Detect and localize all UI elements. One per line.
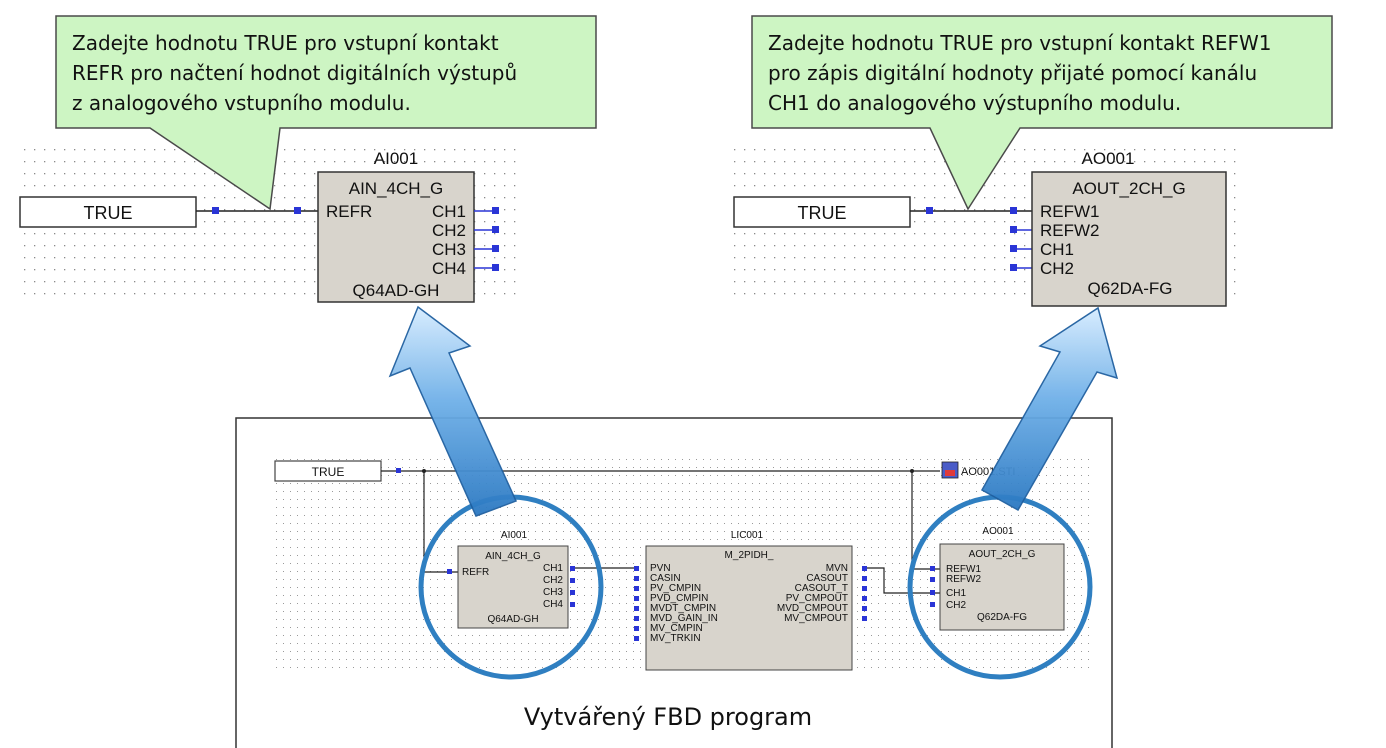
pid-input-label: CASIN (650, 573, 681, 584)
output-pin-label: CH1 (432, 202, 466, 221)
pid-output-label: CASOUT_T (795, 583, 848, 594)
pid-input-label: MV_CMPIN (650, 623, 703, 634)
ai-module-name: Q64AD-GH (487, 614, 538, 625)
true-constant-box[interactable] (19, 196, 197, 228)
true-constant-label: TRUE (84, 203, 133, 223)
pid-input-label: MV_TRKIN (650, 633, 701, 644)
callout-line: REFR pro načtení hodnot digitálních výst… (72, 61, 517, 85)
function-block[interactable] (1031, 171, 1227, 307)
pid-input-label: PV_CMPIN (650, 583, 701, 594)
callout-line: pro zápis digitální hodnoty přijaté pomo… (768, 61, 1257, 85)
ao-block-type: AOUT_2CH_G (969, 549, 1036, 560)
pin (294, 207, 301, 214)
output-pins (474, 210, 494, 269)
ao-block[interactable] (939, 543, 1065, 631)
pid-block-type: M_2PIDH_ (725, 550, 774, 561)
pin (212, 207, 219, 214)
pid-instance-name: LIC001 (731, 530, 764, 541)
callout-right: Zadejte hodnotu TRUE pro vstupní kontakt… (751, 15, 1333, 211)
function-block[interactable] (317, 171, 475, 303)
ao-instance-name: AO001 (982, 526, 1014, 537)
pid-input-label: PVD_CMPIN (650, 593, 708, 604)
pid-output-label: CASOUT (806, 573, 848, 584)
ao-module-name: Q62DA-FG (977, 612, 1027, 623)
pid-input-label: MVD_GAIN_IN (650, 613, 718, 624)
callout-bubble (55, 15, 597, 211)
output-pin-label: CH2 (432, 221, 466, 240)
ai-block[interactable] (457, 545, 569, 629)
true-constant-box[interactable] (733, 196, 911, 228)
pid-output-label: MVD_CMPOUT (777, 603, 848, 614)
ai-output-label: CH4 (543, 599, 563, 610)
block-type: AIN_4CH_G (349, 179, 443, 198)
zoom-arrow-right (980, 306, 1119, 512)
block-type: AOUT_2CH_G (1072, 179, 1185, 198)
output-pin-label: CH4 (432, 259, 466, 278)
input-pin-label: CH1 (1040, 240, 1074, 259)
module-name: Q64AD-GH (353, 281, 440, 300)
ao-input-label: CH1 (946, 588, 966, 599)
callout-line: Zadejte hodnotu TRUE pro vstupní kontakt… (768, 31, 1272, 55)
block-instance-name: AI001 (374, 149, 418, 168)
true-constant-label: TRUE (312, 465, 345, 479)
pid-output-label: MV_CMPOUT (784, 613, 848, 624)
panel-caption: Vytvářený FBD program (524, 703, 812, 731)
input-pins (1010, 207, 1017, 271)
ai-output-label: CH1 (543, 563, 563, 574)
pin (926, 207, 933, 214)
input-pin-label: REFW2 (1040, 221, 1100, 240)
ai-block-type: AIN_4CH_G (485, 551, 541, 562)
module-name: Q62DA-FG (1087, 279, 1172, 298)
input-pin-label: REFR (326, 202, 372, 221)
ai-output-label: CH2 (543, 575, 563, 586)
input-pin-label: CH2 (1040, 259, 1074, 278)
ai-instance-name: AI001 (501, 530, 528, 541)
pid-output-label: PV_CMPOUT (786, 593, 848, 604)
ao-input-label: CH2 (946, 600, 966, 611)
input-pin-label: REFW1 (1040, 202, 1100, 221)
callout-left: Zadejte hodnotu TRUE pro vstupní kontakt… (55, 15, 597, 211)
pid-output-label: MVN (826, 563, 848, 574)
block-instance-name: AO001 (1082, 149, 1135, 168)
callout-line: z analogového vstupního modulu. (72, 91, 411, 115)
fbd-program-panel: TRUE AO001.STI AI001 AIN_4CH_G REFR CH1 … (235, 417, 1113, 748)
zoom-arrow-left (388, 305, 518, 517)
ao-input-label: REFW1 (946, 564, 981, 575)
output-pin-label: CH3 (432, 240, 466, 259)
pid-input-label: MVDT_CMPIN (650, 603, 716, 614)
callout-line: Zadejte hodnotu TRUE pro vstupní kontakt (72, 31, 499, 55)
callout-bubble (751, 15, 1333, 211)
pid-pins (634, 566, 867, 641)
ai-input-label: REFR (462, 567, 489, 578)
pid-block[interactable] (645, 545, 853, 671)
ao-input-label: REFW2 (946, 574, 981, 585)
callout-line: CH1 do analogového výstupního modulu. (768, 91, 1181, 115)
ai-output-label: CH3 (543, 587, 563, 598)
true-constant-label: TRUE (798, 203, 847, 223)
pid-input-label: PVN (650, 563, 671, 574)
